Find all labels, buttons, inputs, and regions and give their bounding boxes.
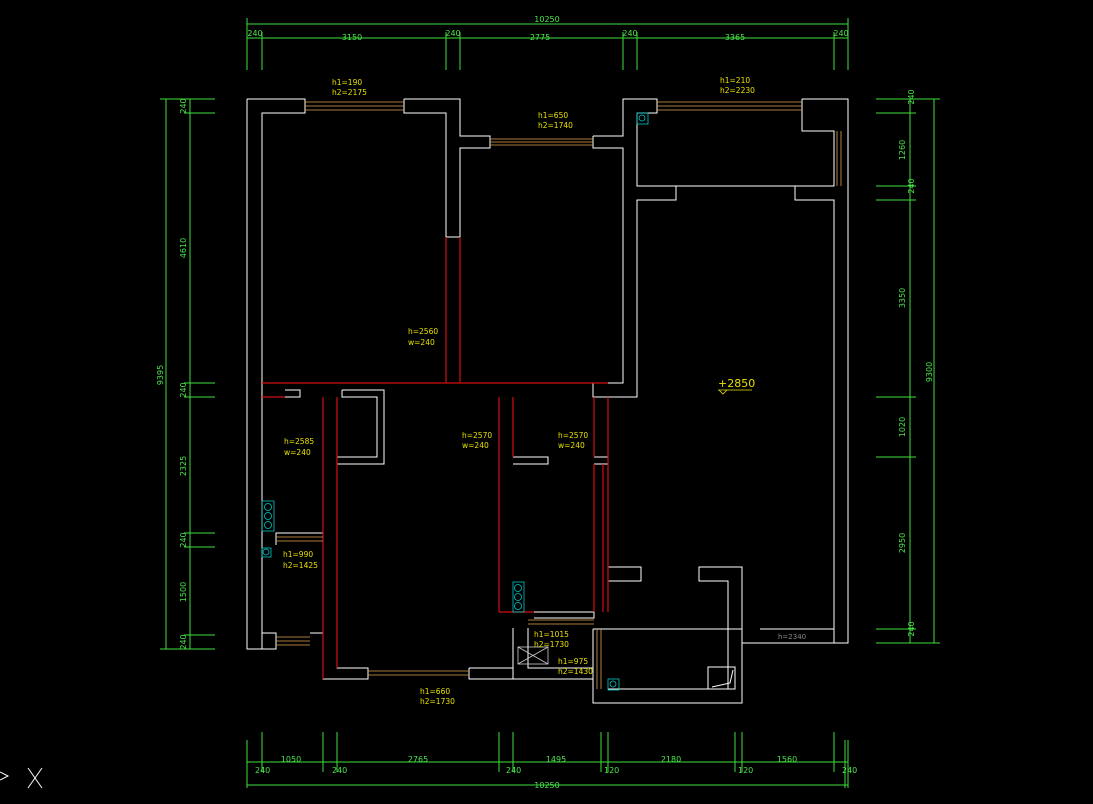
- top-dim-5: 240: [622, 29, 637, 38]
- wall4-w: w=240: [558, 441, 585, 450]
- win5-h2: h2=1730: [534, 640, 569, 649]
- right-dim-5: 1020: [898, 417, 907, 437]
- new-walls: [262, 237, 609, 679]
- beam-label: h=2340: [778, 633, 806, 641]
- win1-h2: h2=2175: [332, 88, 367, 97]
- top-dim-3: 240: [445, 29, 460, 38]
- win4-h2: h2=1425: [283, 561, 318, 570]
- fixture-box-icon: [707, 666, 736, 690]
- win3-h1: h1=210: [720, 76, 750, 85]
- right-dim-3: 240: [907, 178, 916, 193]
- bottom-dimension-lines: [246, 732, 849, 788]
- fixtures: [261, 112, 649, 691]
- bottom-dim-11: 240: [842, 766, 857, 775]
- outer-walls: [246, 98, 849, 704]
- ucs-icon: [0, 767, 43, 789]
- win5-h1: h1=1015: [534, 630, 569, 639]
- top-dimension-lines: [246, 18, 849, 70]
- bottom-dim-5: 240: [506, 766, 521, 775]
- wall3-h: h=2570: [462, 431, 492, 440]
- drain-icon-3: [607, 678, 620, 691]
- left-dim-4: 2325: [179, 456, 188, 476]
- left-dim-2: 4610: [179, 238, 188, 258]
- win7-h2: h2=1730: [420, 697, 455, 706]
- wall2-h: h=2585: [284, 437, 314, 446]
- right-dim-2: 1260: [898, 140, 907, 160]
- left-dimension-lines: [160, 98, 215, 650]
- elevation-marker: +2850: [718, 377, 755, 395]
- stove-icon: [261, 500, 275, 532]
- bottom-dim-4: 2765: [408, 755, 428, 764]
- drain-icon: [261, 547, 272, 558]
- win1-h1: h1=190: [332, 78, 362, 87]
- bottom-dim-6: 1495: [546, 755, 566, 764]
- left-dim-1: 240: [179, 98, 188, 113]
- right-dim-4: 3350: [898, 288, 907, 308]
- left-dim-6: 1500: [179, 582, 188, 602]
- wall4-h: h=2570: [558, 431, 588, 440]
- right-dim-6: 2950: [898, 533, 907, 553]
- top-dim-4: 2775: [530, 33, 550, 42]
- win3-h2: h2=2230: [720, 86, 755, 95]
- right-total-dim: 9300: [925, 362, 934, 382]
- bottom-dim-7: 120: [604, 766, 619, 775]
- bottom-dim-10: 1560: [777, 755, 797, 764]
- win6-h1: h1=975: [558, 657, 588, 666]
- left-dim-7: 240: [179, 634, 188, 649]
- bottom-dim-3: 240: [332, 766, 347, 775]
- left-dim-5: 240: [179, 532, 188, 547]
- drain-icon-2: [636, 112, 649, 125]
- win2-h1: h1=650: [538, 111, 568, 120]
- bottom-dim-8: 2180: [661, 755, 681, 764]
- bottom-dim-9: 120: [738, 766, 753, 775]
- wall2-w: w=240: [284, 448, 311, 457]
- left-total-dim: 9395: [156, 365, 165, 385]
- bottom-dim-1: 240: [255, 766, 270, 775]
- bottom-total-dim: 10250: [534, 781, 559, 790]
- win7-h1: h1=660: [420, 687, 450, 696]
- elevation-label: +2850: [718, 377, 755, 390]
- top-dim-1: 240: [247, 29, 262, 38]
- win6-h2: h2=1430: [558, 667, 593, 676]
- top-dim-2: 3150: [342, 33, 362, 42]
- wall1-w: w=240: [408, 338, 435, 347]
- top-dim-7: 240: [833, 29, 848, 38]
- wall3-w: w=240: [462, 441, 489, 450]
- wall1-h: h=2560: [408, 327, 438, 336]
- bottom-dim-2: 1050: [281, 755, 301, 764]
- top-total-dim: 10250: [534, 15, 559, 24]
- right-dimension-lines: [876, 98, 940, 644]
- shaft-icon: [517, 646, 549, 665]
- win4-h1: h1=990: [283, 550, 313, 559]
- top-dim-6: 3365: [725, 33, 745, 42]
- stove-icon-2: [512, 581, 525, 613]
- right-dim-1: 240: [907, 89, 916, 104]
- windows: [276, 101, 842, 689]
- right-dim-7: 240: [907, 621, 916, 636]
- win2-h2: h2=1740: [538, 121, 573, 130]
- left-dim-3: 240: [179, 382, 188, 397]
